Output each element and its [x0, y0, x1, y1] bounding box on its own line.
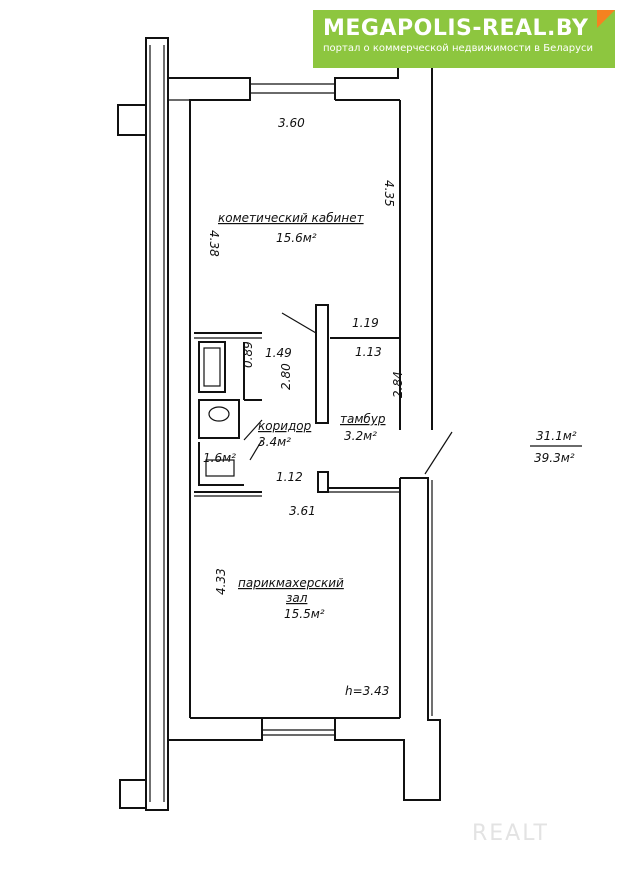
dim-salon-left: 4.33: [214, 568, 228, 595]
room-tambur-area: 3.2м²: [344, 429, 377, 443]
room-corridor-area: 3.4м²: [258, 435, 291, 449]
room-salon-area: 15.5м²: [284, 607, 325, 621]
room-salon-name: парикмахерский: [238, 576, 344, 590]
left-outer-wall: [145, 37, 169, 811]
logo-corner-icon: [597, 10, 615, 28]
toilet-icon: [208, 406, 230, 422]
top-wall-left: [168, 77, 251, 718]
dim-2-80: 2.80: [279, 363, 293, 390]
room-wc-area: 1.6м²: [203, 451, 236, 465]
room-cabinet-area: 15.6м²: [276, 231, 317, 245]
dim-1-12: 1.12: [276, 470, 303, 484]
dim-1-49: 1.49: [265, 346, 292, 360]
wc-box: [198, 399, 240, 439]
dim-mid-width: 3.61: [289, 504, 316, 518]
right-lower-wall: [334, 477, 441, 801]
sink-icon: [205, 459, 235, 477]
room-corridor-name: коридор: [258, 419, 312, 433]
dim-cabinet-left: 4.38: [207, 230, 221, 257]
left-stub-top: [117, 104, 146, 136]
realt-watermark: REALT: [472, 821, 549, 846]
room-cabinet-name: кометический кабинет: [218, 211, 365, 225]
dim-1-13: 1.13: [355, 345, 382, 359]
tambur-partition: [315, 304, 329, 424]
logo-subtitle: портал о коммерческой недвижимости в Бел…: [323, 43, 593, 54]
room-tambur-name: тамбур: [340, 412, 386, 426]
dim-cabinet-right: 4.35: [382, 180, 396, 207]
dim-1-19: 1.19: [352, 316, 379, 330]
dim-2-84: 2.84: [391, 371, 405, 398]
top-wall-right: [334, 61, 433, 420]
room-salon-name-2: зал: [286, 591, 308, 605]
left-stub-bottom: [119, 779, 146, 809]
logo-title: MEGAPOLIS-REAL.BY: [323, 16, 589, 41]
entrance-door: [424, 431, 453, 475]
ceiling-height: h=3.43: [345, 684, 389, 698]
total-living-area: 31.1м²: [536, 429, 577, 443]
megapolis-logo[interactable]: MEGAPOLIS-REAL.BY портал о коммерческой …: [313, 10, 615, 68]
total-area: 39.3м²: [534, 451, 575, 465]
dim-top-width: 3.60: [278, 116, 305, 130]
closet-box: [198, 341, 226, 393]
dim-0-89: 0.89: [241, 341, 255, 368]
